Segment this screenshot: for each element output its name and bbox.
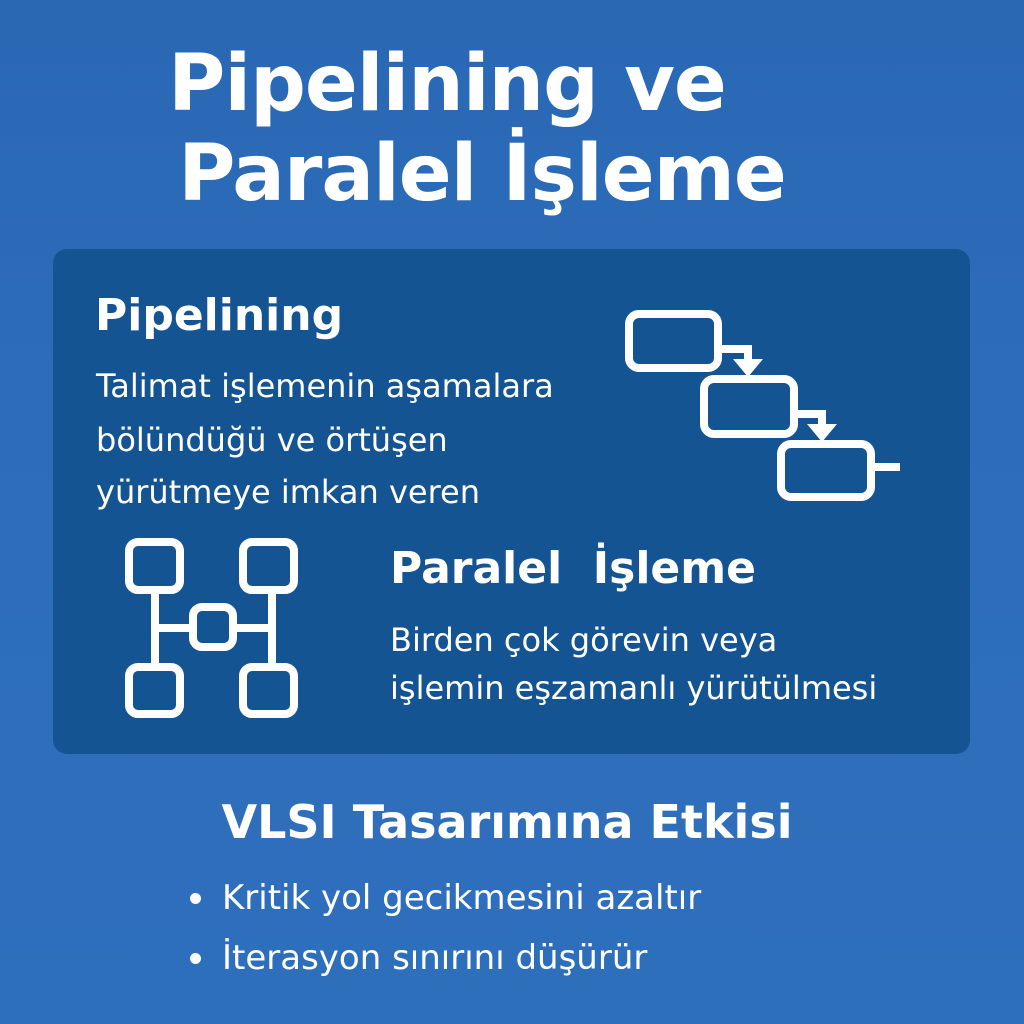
pipelining-heading: Pipelining: [95, 290, 344, 341]
desc-line: yürütmeye imkan veren: [96, 473, 480, 511]
bullet-item: İterasyon sınırını düşürür: [190, 930, 701, 986]
parallel-description: Birden çok görevin veya işlemin eşzamanl…: [390, 620, 877, 708]
impact-bullet-list: Kritik yol gecikmesini azaltır İterasyon…: [190, 870, 701, 986]
pipelining-description: Talimat işlemenin aşamalara bölündüğü ve…: [96, 366, 554, 512]
desc-line: Talimat işlemenin aşamalara: [96, 367, 554, 405]
bullet-item: Kritik yol gecikmesini azaltır: [190, 870, 701, 926]
page-title-line-2: Paralel İşleme: [178, 129, 787, 219]
desc-line: işlemin eşzamanlı yürütülmesi: [390, 669, 878, 707]
page-title-line-1: Pipelining ve: [168, 39, 727, 129]
desc-line: bölündüğü ve örtüşen: [96, 421, 448, 459]
desc-line: Birden çok görevin veya: [390, 621, 778, 659]
parallel-heading: Paralel İşleme: [390, 543, 756, 594]
impact-heading: VLSI Tasarımına Etkisi: [221, 795, 793, 849]
concepts-card: [53, 249, 970, 754]
